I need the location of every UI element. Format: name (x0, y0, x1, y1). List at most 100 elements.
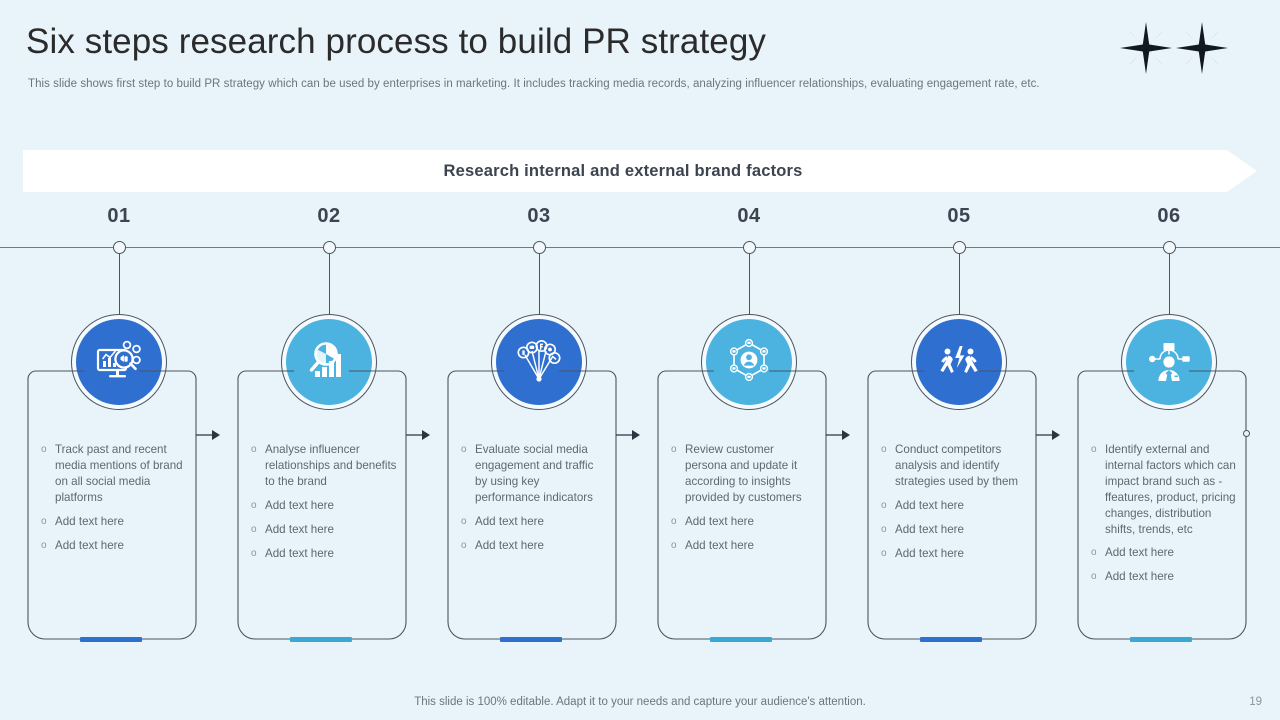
card-bullets: o Track past and recent media mentions of… (41, 442, 187, 562)
bullet-marker: o (881, 523, 887, 535)
bullet-text: Add text here (55, 538, 124, 552)
bullet-marker: o (461, 444, 467, 455)
bullet-marker: o (251, 523, 257, 535)
step-icon-badge-04[interactable] (701, 314, 797, 410)
bullet-text: Add text here (265, 546, 334, 560)
step-card-06[interactable]: o Identify external and internal factors … (1077, 370, 1247, 642)
bullet-marker: o (41, 515, 47, 527)
page-title: Six steps research process to build PR s… (26, 22, 767, 61)
timeline-node[interactable] (742, 241, 756, 254)
list-item: o Add text here (41, 514, 187, 530)
timeline-connector (749, 254, 750, 326)
step-number: 06 (1157, 205, 1181, 227)
bullet-marker: o (1091, 444, 1097, 455)
timeline-node[interactable] (322, 241, 336, 254)
step-04: 04 (644, 205, 854, 326)
timeline-connector (959, 254, 960, 326)
bullet-text: Add text here (895, 498, 964, 512)
connector-arrow-01-02 (196, 430, 220, 440)
timeline-node[interactable] (532, 241, 546, 254)
step-card-02[interactable]: o Analyse influencer relationships and be… (237, 370, 407, 642)
bullet-text: Add text here (475, 538, 544, 552)
bullet-text: Conduct competitors analysis and identif… (895, 443, 1019, 488)
bullet-marker: o (251, 499, 257, 511)
footer-note: This slide is 100% editable. Adapt it to… (414, 696, 866, 708)
step-card-01[interactable]: o Track past and recent media mentions of… (27, 370, 197, 642)
step-number: 02 (317, 205, 341, 227)
bullet-marker: o (671, 515, 677, 527)
step-number: 03 (527, 205, 551, 227)
bullet-text: Identify external and internal factors w… (1105, 443, 1236, 536)
bullet-marker: o (41, 539, 47, 551)
step-icon-badge-05[interactable] (911, 314, 1007, 410)
card-accent-bar (80, 637, 142, 642)
banner-arrow-shape (23, 150, 1257, 192)
timeline-node[interactable] (1162, 241, 1176, 254)
step-card-05[interactable]: o Conduct competitors analysis and identi… (867, 370, 1037, 642)
step-icon-badge-01[interactable] (71, 314, 167, 410)
step-05: 05 (854, 205, 1064, 326)
connector-arrow-05-06 (1036, 430, 1060, 440)
analytics-search-icon (309, 342, 341, 377)
bullet-marker: o (881, 499, 887, 511)
step-icon-badge-03[interactable] (491, 314, 587, 410)
bullet-text: Analyse influencer relationships and ben… (265, 443, 397, 488)
bullet-marker: o (881, 547, 887, 559)
step-icon-badge-02[interactable] (281, 314, 377, 410)
step-02: 02 (224, 205, 434, 326)
bullet-marker: o (461, 539, 467, 551)
step-06: 06 (1064, 205, 1274, 326)
bullet-text: Add text here (685, 514, 754, 528)
bullet-marker: o (251, 547, 257, 559)
bullet-text: Add text here (265, 498, 334, 512)
competitor-race-icon (940, 346, 978, 373)
bullet-text: Evaluate social media engagement and tra… (475, 443, 594, 504)
page-subtitle: This slide shows first step to build PR … (28, 78, 1040, 90)
list-item: o Add text here (881, 498, 1027, 514)
step-number: 01 (107, 205, 131, 227)
list-item: o Add text here (461, 538, 607, 554)
bullet-marker: o (671, 539, 677, 551)
badge-disc (916, 319, 1002, 405)
badge-disc (76, 319, 162, 405)
bullet-marker: o (671, 444, 677, 455)
badge-disc (706, 319, 792, 405)
step-01: 01 (14, 205, 224, 326)
bullet-text: Add text here (685, 538, 754, 552)
step-icon-badge-06[interactable] (1121, 314, 1217, 410)
card-bullets: o Analyse influencer relationships and be… (251, 442, 397, 570)
social-network-burst-icon (517, 339, 561, 382)
timeline-connector (329, 254, 330, 326)
step-number: 04 (737, 205, 761, 227)
card-accent-bar (920, 637, 982, 642)
bullet-marker: o (461, 515, 467, 527)
list-item: o Evaluate social media engagement and tr… (461, 442, 607, 506)
badge-disc (1126, 319, 1212, 405)
timeline-node[interactable] (952, 241, 966, 254)
bullet-text: Add text here (1105, 570, 1174, 584)
step-number: 05 (947, 205, 971, 227)
timeline-node[interactable] (112, 241, 126, 254)
bullet-text: Add text here (55, 514, 124, 528)
section-banner: Research internal and external brand fac… (23, 150, 1257, 192)
list-item: o Add text here (671, 538, 817, 554)
list-item: o Add text here (41, 538, 187, 554)
step-card-03[interactable]: o Evaluate social media engagement and tr… (447, 370, 617, 642)
card-accent-bar (1130, 637, 1192, 642)
bullet-marker: o (881, 444, 887, 455)
bullet-text: Track past and recent media mentions of … (55, 443, 183, 504)
card-bullets: o Conduct competitors analysis and identi… (881, 442, 1027, 570)
badge-disc (286, 319, 372, 405)
list-item: o Conduct competitors analysis and identi… (881, 442, 1027, 490)
card-accent-bar (710, 637, 772, 642)
business-factors-icon (1149, 343, 1190, 381)
media-monitoring-icon (96, 340, 141, 378)
sparkle-decoration (1116, 16, 1236, 86)
